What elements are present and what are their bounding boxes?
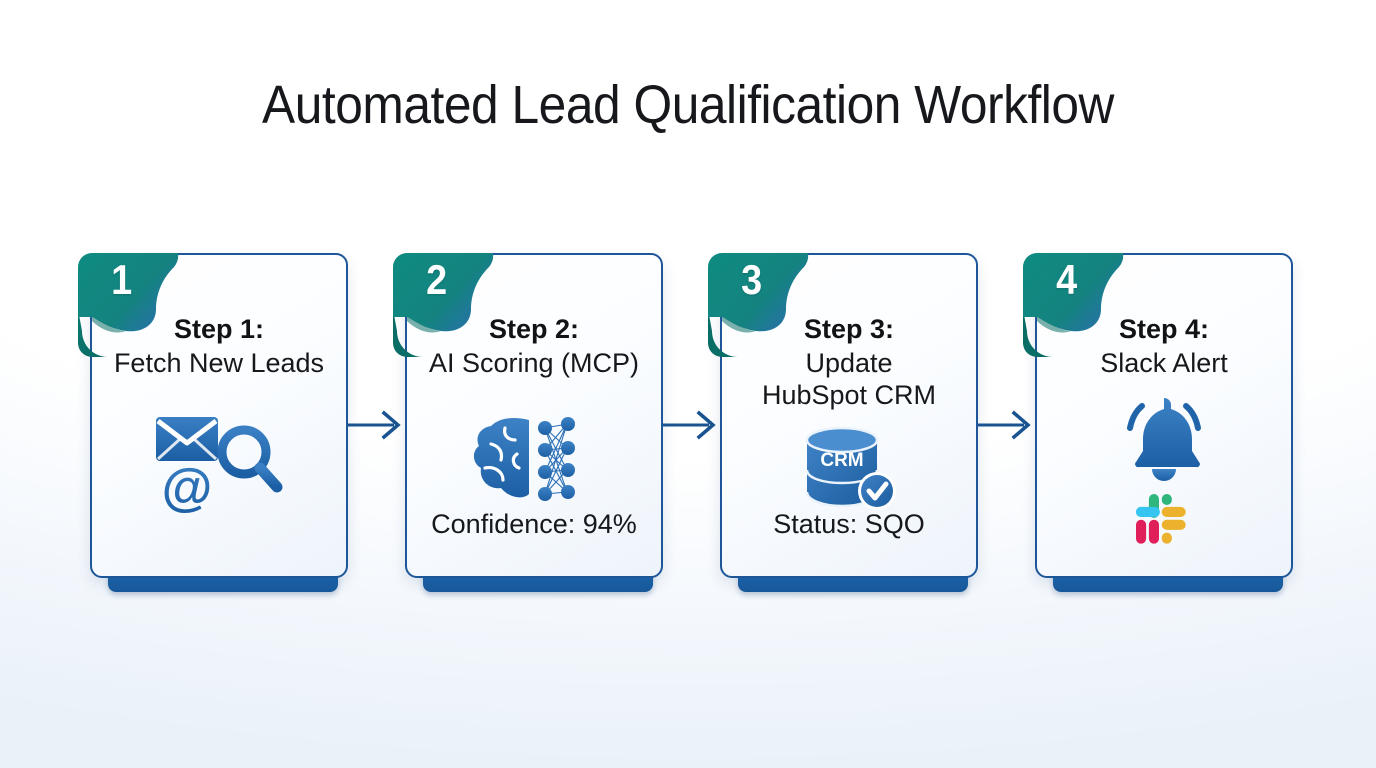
- envelope-icon: [156, 417, 218, 461]
- arrow-step1-to-step2: [348, 408, 406, 442]
- step-heading: Step 3:: [803, 314, 895, 344]
- slack-logo-icon: [1136, 494, 1186, 544]
- step-number: 3: [741, 256, 763, 303]
- arrow-step3-to-step4: [978, 408, 1036, 442]
- step-number: 2: [426, 256, 448, 303]
- workflow-flow: Step 1: Fetch New Leads: [0, 253, 1376, 593]
- step-icon-area: [407, 400, 661, 520]
- step-card[interactable]: Step 1: Fetch New Leads: [78, 253, 348, 578]
- workflow-step-4[interactable]: Step 4: Slack Alert: [1023, 253, 1293, 592]
- crm-database-check-icon: CRM: [805, 426, 896, 510]
- step-heading: Step 2:: [488, 314, 580, 344]
- check-badge-icon: [858, 472, 896, 510]
- step-footer: Status: SQO: [773, 509, 925, 539]
- page-title: Automated Lead Qualification Workflow: [262, 75, 1114, 135]
- step-subheading: Update HubSpot CRM: [761, 348, 937, 410]
- step-text-block: Step 2: AI Scoring (MCP): [417, 313, 651, 380]
- step-subheading: AI Scoring (MCP): [428, 348, 640, 379]
- email-search-icon: @: [156, 417, 283, 515]
- svg-text:@: @: [162, 459, 213, 515]
- step-card[interactable]: Step 3: Update HubSpot CRM: [708, 253, 978, 578]
- step-subheading: Slack Alert: [1100, 348, 1228, 379]
- step-card[interactable]: Step 4: Slack Alert: [1023, 253, 1293, 578]
- step-footer: Confidence: 94%: [431, 509, 637, 539]
- brain-neural-network-icon: [473, 417, 575, 501]
- step-text-block: Step 3: Update HubSpot CRM: [732, 313, 966, 411]
- workflow-step-1[interactable]: Step 1: Fetch New Leads: [78, 253, 348, 592]
- at-sign-icon: @: [162, 459, 213, 515]
- step-card[interactable]: Step 2: AI Scoring (MCP): [393, 253, 663, 578]
- brain-half-icon: [473, 418, 529, 498]
- step-number: 1: [111, 256, 133, 303]
- step-heading: Step 1:: [173, 314, 265, 344]
- step-number: 4: [1056, 256, 1078, 303]
- arrow-step2-to-step3: [663, 408, 721, 442]
- step-heading: Step 4:: [1118, 314, 1210, 344]
- magnifier-icon: [217, 425, 283, 493]
- workflow-step-2[interactable]: Step 2: AI Scoring (MCP): [393, 253, 663, 592]
- step-text-block: Step 4: Slack Alert: [1047, 313, 1281, 380]
- step-icon-area: CRM: [722, 395, 976, 545]
- workflow-step-3[interactable]: Step 3: Update HubSpot CRM: [708, 253, 978, 592]
- bell-slack-icon: [1127, 398, 1201, 544]
- database-label: CRM: [820, 450, 863, 471]
- bell-icon: [1127, 398, 1201, 481]
- neural-net-icon: [544, 423, 568, 495]
- step-text-block: Step 1: Fetch New Leads: [102, 313, 336, 380]
- step-icon-area: @: [92, 400, 346, 520]
- step-subheading: Fetch New Leads: [113, 348, 325, 379]
- step-icon-area: [1037, 395, 1291, 545]
